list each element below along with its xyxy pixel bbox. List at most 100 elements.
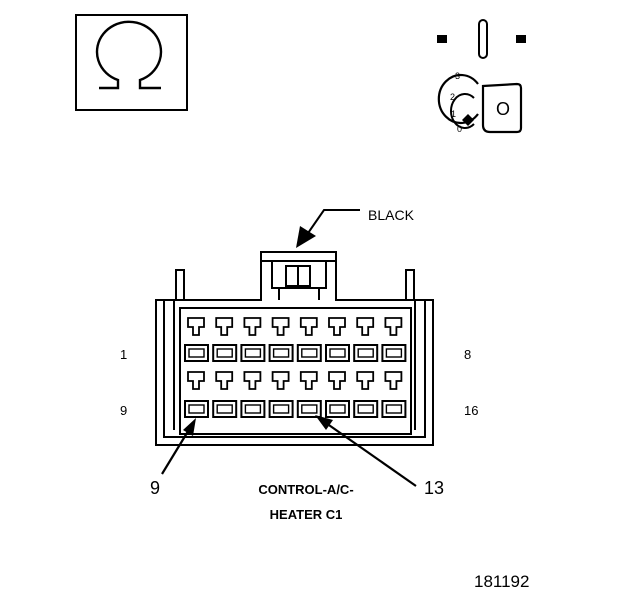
connector-housing [155,251,434,446]
pin-6-cell [325,344,350,362]
connector-body [155,251,434,446]
pin-16 [381,371,407,418]
right-post [405,269,415,301]
pin-7 [353,317,379,362]
pin-3-cell [240,344,266,362]
callout-13-line [325,422,417,487]
pin-6-tab [328,317,346,336]
ignition-pos-2: 2 [450,92,455,102]
row1-left-label: 1 [120,347,127,362]
left-post [175,269,185,301]
pin-3-tab [243,317,262,336]
pin-13 [296,371,322,418]
color-leader-line [305,209,360,237]
row2-left-label: 9 [120,403,127,418]
pin-12 [268,371,294,418]
color-arrowhead-icon [296,226,316,248]
pin-16-cell [381,400,407,418]
pin-11-tab [243,371,262,390]
callout-9-arrowhead-icon [183,418,196,436]
pin-9-tab [187,371,205,390]
pin-7-socket [357,348,374,358]
pin-4 [268,317,294,362]
callout-9-line [161,427,191,475]
row1-right-label: 8 [464,347,471,362]
pin-6-socket [329,348,346,358]
pin-10 [212,371,238,418]
pin-1-cell [184,344,209,362]
key-ring-icon [450,93,475,129]
callout-13-label: 13 [424,478,444,498]
callout-9-label: 9 [150,478,160,498]
pin-3-socket [244,348,262,358]
ignition-pointer-icon [462,114,474,126]
pin-11-socket [244,404,262,414]
connector-name-line1: CONTROL-A/C- [258,482,353,497]
pin-14-cell [325,400,350,418]
pin-8-socket [385,348,403,358]
pin-cavity [179,307,412,435]
pin-10-socket [216,404,233,414]
pin-5-socket [301,348,318,358]
pin-15-tab [356,371,375,390]
pin-13-tab [299,371,318,390]
latch-legs [278,288,320,300]
ignition-pos-3: 3 [455,71,460,81]
pin-9 [184,371,209,418]
pin-12-cell [268,400,294,418]
latch-frame [271,261,327,289]
pin-8-tab [384,317,403,336]
pin-4-socket [272,348,290,358]
pin-16-socket [385,404,403,414]
pin-15-socket [357,404,374,414]
ignition-dot-right [516,35,526,43]
pin-5 [296,317,322,362]
pin-1-tab [187,317,205,336]
pin-10-tab [215,371,234,390]
ignition-dot-left [437,35,447,43]
pin-1 [184,317,209,362]
pin-12-socket [272,404,290,414]
pin-2 [212,317,238,362]
pin-14-tab [328,371,346,390]
pin-callouts: 9 13 [150,415,444,498]
pin-9-socket [188,404,205,414]
pin-9-cell [184,400,209,418]
ohm-symbol-box [75,14,188,111]
pin-16-tab [384,371,403,390]
pin-5-tab [299,317,318,336]
pin-grid [184,317,407,418]
pin-15-cell [353,400,379,418]
pin-3 [240,317,266,362]
pin-2-tab [215,317,234,336]
pin-15 [353,371,379,418]
pin-8-cell [381,344,407,362]
pin-4-cell [268,344,294,362]
pin-5-cell [296,344,322,362]
latch-top [260,251,337,262]
pin-4-tab [271,317,290,336]
pin-13-socket [301,404,318,414]
pin-12-tab [271,371,290,390]
ignition-pos-0: 0 [457,124,462,134]
pin-11-cell [240,400,266,418]
pin-10-cell [212,400,238,418]
connector-name-line2: HEATER C1 [270,507,343,522]
ignition-key-letter: O [496,99,510,119]
connector-color-label: BLACK [368,207,415,223]
ohm-icon [95,20,163,90]
pin-11 [240,371,266,418]
ignition-pos-1: 1 [451,109,456,119]
pin-6 [325,317,350,362]
pin-1-socket [188,348,205,358]
pin-14 [325,371,350,418]
ignition-slot-icon [478,19,488,59]
pin-2-socket [216,348,233,358]
pin-8 [381,317,407,362]
pin-2-cell [212,344,238,362]
ohm-box-frame [75,14,188,111]
pin-7-tab [356,317,375,336]
pin-14-socket [329,404,346,414]
